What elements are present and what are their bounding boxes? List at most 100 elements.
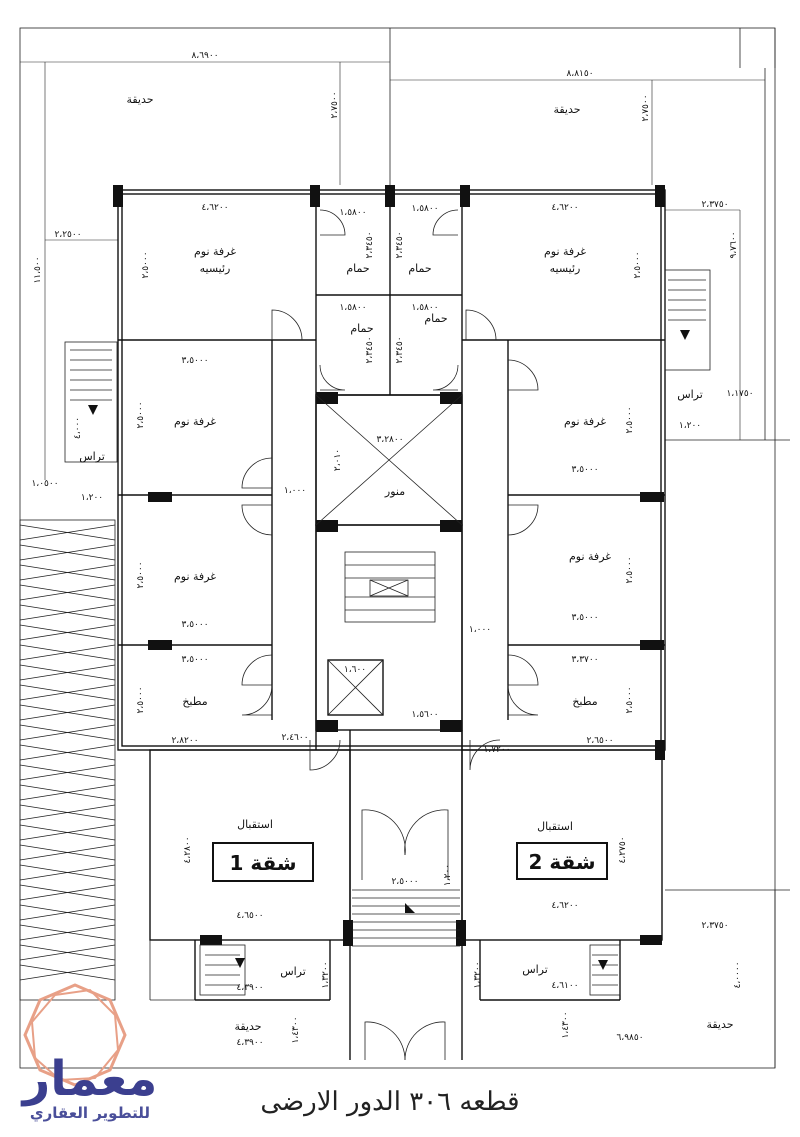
dim-reception-width-left: ٤،٦٥٠٠ xyxy=(236,911,263,921)
dim-terrace-width-left: ١،٢٠٠ xyxy=(81,493,103,503)
dim-corridor-bottom-left: ٢،٤٦٠٠ xyxy=(281,733,308,743)
dim-terrace-side-left: ١،٠٥٠٠ xyxy=(31,479,58,489)
dim-reception-depth-right: ٤،٢٧٥٠ xyxy=(618,836,628,863)
room-master-bedroom-right-sub: رئيسيه xyxy=(550,262,581,275)
dim-front-terrace-depth-right: ١،٣٢٠٠ xyxy=(473,961,483,988)
dim-bedroom-depth-left-1: ٢،٥٠٠٠ xyxy=(136,401,146,428)
ramp-hatch xyxy=(19,519,116,1001)
room-bath-4: حمام xyxy=(424,312,447,325)
side-stairs-right xyxy=(664,269,711,371)
drawing-title: قطعه ٣٠٦ الدور الارضى xyxy=(260,1087,519,1117)
dim-terrace-width-right: ١،٢٠٠ xyxy=(679,421,701,431)
dim-bath-depth-2: ٢،٣٤٥٠ xyxy=(395,231,405,258)
side-stairs-left xyxy=(64,341,118,463)
dim-bath-width-2: ١،٥٨٠٠ xyxy=(411,204,438,214)
room-bedroom-left-2: غرفة نوم xyxy=(174,570,216,583)
logo-star-inner-icon xyxy=(30,988,120,1082)
dim-garden-depth-left: ٢،٧٥٠٠ xyxy=(330,91,340,118)
room-bath-3: حمام xyxy=(350,322,373,335)
dim-corridor-left: ١،٠٠٠ xyxy=(284,486,306,496)
dim-stair-width: ١،٥٦٠٠ xyxy=(411,710,438,720)
dim-kitchen-top-right: ٣،٣٧٠٠ xyxy=(571,655,598,665)
entrance-stairs: ٢،٥٠٠٠ ١،٢٠٠ xyxy=(352,864,460,947)
dim-bath-width-1: ١،٥٨٠٠ xyxy=(339,208,366,218)
dim-master-width-right: ٤،٦٢٠٠ xyxy=(551,203,578,213)
room-kitchen-right: مطبخ xyxy=(572,695,597,708)
dim-bedroom-width-left-1: ٣،٥٠٠٠ xyxy=(181,356,208,366)
dim-front-garden-left: ٤،٣٩٠٠ xyxy=(236,1038,263,1048)
dim-front-terrace-right: ٤،٦١٠٠ xyxy=(551,981,578,991)
room-reception-right: استقبال xyxy=(537,820,573,833)
dim-reception-depth-left: ٤،٢٨٠٠ xyxy=(183,836,193,863)
room-terrace-front-left: تراس xyxy=(280,965,306,978)
room-kitchen-left: مطبخ xyxy=(182,695,207,708)
unit-1-box xyxy=(212,842,314,882)
dim-kitchen-width-left: ٢،٨٢٠٠ xyxy=(171,736,198,746)
room-bath-2: حمام xyxy=(408,262,431,275)
doors xyxy=(241,209,539,1061)
dim-front-terrace-left: ٤،٣٩٠٠ xyxy=(236,983,263,993)
dim-well-depth: ٢،٠١٠ xyxy=(333,449,343,471)
logo-tagline: للتطوير العقاري xyxy=(30,1104,150,1123)
building-walls xyxy=(117,189,666,1060)
dim-front-garden-depth-right: ١،٤٣٠٠ xyxy=(561,1011,571,1038)
dim-bedroom-width-right-1: ٣،٥٠٠٠ xyxy=(571,465,598,475)
dim-front-garden-depth-left: ١،٤٣٠٠ xyxy=(291,1016,301,1043)
dim-bedroom-width-right-2: ٣،٥٠٠٠ xyxy=(571,613,598,623)
dim-entry-depth: ١،٢٠٠ xyxy=(443,864,453,886)
front-stairs-left xyxy=(199,944,246,996)
unit-2-box xyxy=(516,842,608,880)
dim-master-depth-left: ٢،٥٠٠٠ xyxy=(141,251,151,278)
logo: معمار للتطوير العقاري xyxy=(21,983,158,1123)
room-master-bedroom-left-sub: رئيسيه xyxy=(200,262,231,275)
room-terrace-right: تراس xyxy=(677,388,703,401)
dim-terrace-depth-left: ٤،٠٠٠ xyxy=(73,417,83,439)
dim-side-height: ١١،٥٠٠ xyxy=(33,256,43,283)
dim-bedroom-depth-left-2: ٢،٥٠٠٠ xyxy=(136,561,146,588)
dim-right-offset-bottom: ٢،٣٧٥٠ xyxy=(701,921,728,931)
dim-front-garden-side: ٤،٠٠٠٠ xyxy=(733,961,743,988)
room-garden-top-left: حديقة xyxy=(126,93,153,106)
room-bedroom-left-1: غرفة نوم xyxy=(174,415,216,428)
room-terrace-front-right: تراس xyxy=(522,963,548,976)
dim-bedroom-depth-right-2: ٢،٥٠٠٠ xyxy=(625,556,635,583)
dim-right-offset: ٢،٣٧٥٠ xyxy=(701,200,728,210)
room-master-bedroom-left: غرفة نوم xyxy=(194,245,236,258)
dim-front-garden-right: ٦،٩٨٥٠ xyxy=(616,1033,643,1043)
dim-front-terrace-depth-left: ١،٣٢٠٠ xyxy=(321,961,331,988)
dim-bath-width-4: ١،٥٨٠٠ xyxy=(411,303,438,313)
room-terrace-left: تراس xyxy=(79,450,105,463)
dim-garden-depth-right: ٢،٧٥٠٠ xyxy=(641,94,651,121)
room-garden-front-right: حديقة xyxy=(706,1018,733,1031)
top-dimensions: ٨،٦٩٠٠ ٨،٨١٥٠ ٢،٧٥٠٠ ٢،٧٥٠٠ ١١،٥٠٠ ٢،٢٥٠… xyxy=(20,51,765,480)
room-master-bedroom-right: غرفة نوم xyxy=(544,245,586,258)
dim-bath-width-3: ١،٥٨٠٠ xyxy=(339,303,366,313)
dim-master-width-left: ٤،٦٢٠٠ xyxy=(201,203,228,213)
room-bath-1: حمام xyxy=(346,262,369,275)
unit-2-label: شقة 2 xyxy=(528,850,595,874)
dim-bedroom-depth-right-1: ٢،٥٠٠٠ xyxy=(625,406,635,433)
dim-kitchen-depth-right: ٢،٥٠٠٠ xyxy=(625,686,635,713)
dim-terrace-side-right: ١،١٧٥٠ xyxy=(726,389,753,399)
dim-well-width: ٣،٢٨٠٠ xyxy=(376,435,403,445)
dim-top-right: ٨،٨١٥٠ xyxy=(566,69,593,79)
stair-core: ١،٦٠٠ ١،٥٦٠٠ ١،٠٠٠ ١،٠٠٠ xyxy=(284,486,491,720)
dim-bath-depth-3: ٢،٣٤٥٠ xyxy=(365,336,375,363)
dim-bath-depth-4: ٢،٣٤٥٠ xyxy=(395,336,405,363)
columns xyxy=(113,185,665,946)
room-reception-left: استقبال xyxy=(237,818,273,831)
dim-entry-width: ٢،٥٠٠٠ xyxy=(391,877,418,887)
room-light-well: منور xyxy=(384,485,405,498)
dim-corridor-right: ١،٠٠٠ xyxy=(469,625,491,635)
dim-corridor-bottom-right: ١،٧٢٠٠ xyxy=(483,745,510,755)
dim-master-depth-right: ٢،٥٠٠٠ xyxy=(633,251,643,278)
logo-name: معمار xyxy=(21,1051,158,1107)
dim-kitchen-top-left: ٣،٥٠٠٠ xyxy=(181,655,208,665)
light-well: منور ٣،٢٨٠٠ ٢،٠١٠ xyxy=(315,394,463,526)
room-garden-top-right: حديقة xyxy=(553,103,580,116)
dim-lift: ١،٦٠٠ xyxy=(344,665,366,675)
dim-reception-width-right: ٤،٦٢٠٠ xyxy=(551,901,578,911)
dim-kitchen-width-right: ٢،٦٥٠٠ xyxy=(586,736,613,746)
